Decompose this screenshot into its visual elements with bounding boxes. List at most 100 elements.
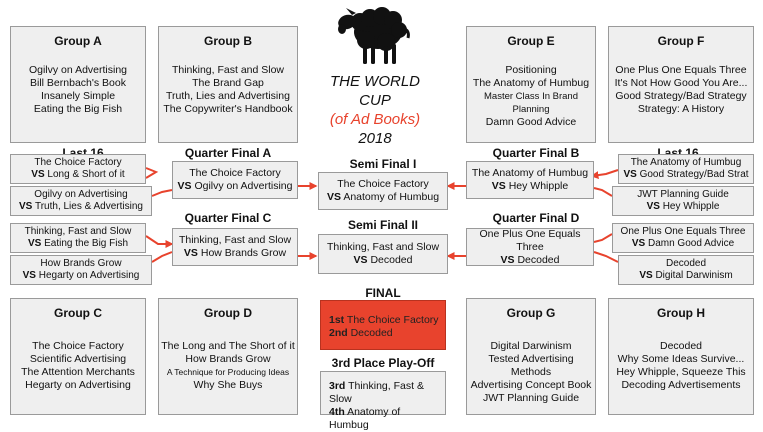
vs-label: VS <box>177 180 192 192</box>
team: The Anatomy of Humbug <box>630 156 742 168</box>
qf-a-match: The Choice Factory VS Ogilvy on Advertis… <box>172 161 298 199</box>
group-d-panel: Group D The Long and The Short of it How… <box>158 298 298 415</box>
team: Damn Good Advice <box>647 238 735 249</box>
qf-b-label: Quarter Final B <box>492 146 580 160</box>
team: Hegarty on Advertising <box>38 270 140 281</box>
title-line-1: THE WORLD CUP <box>330 73 420 109</box>
group-c-item: The Attention Merchants <box>21 366 135 378</box>
rank-4th: 4th <box>329 406 345 418</box>
vs-label: VS <box>22 270 36 281</box>
vs-label: VS <box>19 201 33 212</box>
final-label: FINAL <box>365 286 401 300</box>
sheep-icon <box>338 7 410 64</box>
sf-1-label: Semi Final I <box>349 157 417 171</box>
group-g-item: JWT Planning Guide <box>482 392 580 404</box>
third-place-label: 3rd Place Play-Off <box>331 356 435 370</box>
vs-label: VS <box>353 254 368 266</box>
group-h-item: Why Some Ideas Survive... <box>617 353 745 365</box>
group-a-item: Insanely Simple <box>40 90 116 102</box>
vs-label: VS <box>326 191 341 203</box>
group-g-title: Group G <box>506 306 556 320</box>
team: Digital Darwinism <box>655 270 733 281</box>
group-d-item: How Brands Grow <box>185 353 271 365</box>
team: Decoded <box>665 257 707 269</box>
team: The Choice Factory <box>337 178 429 190</box>
rank-1st: 1st <box>329 314 345 326</box>
runner-up: Decoded <box>350 327 393 339</box>
group-d-item: Why She Buys <box>193 379 263 391</box>
vs-label: VS <box>623 169 637 180</box>
group-g-item: Tested Advertising Methods <box>488 353 574 378</box>
team: Thinking, Fast and Slow <box>326 241 440 253</box>
last16-match-l1: The Choice Factory VS Long & Short of it <box>10 154 146 184</box>
group-f-item: It's Not How Good You Are... <box>614 77 748 89</box>
team: One Plus One Equals Three <box>479 227 581 253</box>
group-e-title: Group E <box>507 34 555 48</box>
title-line-2: (of Ad Books) <box>329 111 421 128</box>
arrow-l2-qfa <box>151 189 173 197</box>
qf-a-label: Quarter Final A <box>184 146 272 160</box>
group-b-item: Truth, Lies and Advertising <box>166 90 290 102</box>
team: The Anatomy of Humbug <box>471 167 589 179</box>
last16-match-l2: Ogilvy on Advertising VS Truth, Lies & A… <box>10 186 152 216</box>
group-h-item: Decoding Advertisements <box>621 379 741 391</box>
group-a-panel: Group A Ogilvy on Advertising Bill Bernb… <box>10 26 146 143</box>
group-b-item: The Copywriter's Handbook <box>163 103 293 115</box>
group-d-title: Group D <box>204 306 252 320</box>
rank-3rd: 3rd <box>329 380 346 392</box>
qf-d-label: Quarter Final D <box>492 211 580 225</box>
vs-label: VS <box>631 238 646 249</box>
group-e-item: The Anatomy of Humbug <box>472 77 590 89</box>
group-h-item: Hey Whipple, Squeeze This <box>616 366 746 378</box>
group-a-item: Ogilvy on Advertising <box>28 64 128 76</box>
rank-2nd: 2nd <box>329 327 348 339</box>
group-e-item: Damn Good Advice <box>485 116 577 128</box>
group-b-title: Group B <box>204 34 252 48</box>
group-b-panel: Group B Thinking, Fast and Slow The Bran… <box>158 26 298 143</box>
sf-1-match: The Choice Factory VS Anatomy of Humbug <box>318 172 448 210</box>
group-a-item: Eating the Big Fish <box>33 103 123 115</box>
champion: The Choice Factory <box>346 314 439 326</box>
group-c-item: The Choice Factory <box>32 340 124 352</box>
vs-label: VS <box>639 270 653 281</box>
arrow-r4-qfd <box>593 251 619 263</box>
group-c-item: Scientific Advertising <box>29 353 127 365</box>
group-f-item: Strategy: A History <box>637 103 725 115</box>
team: Ogilvy on Advertising <box>194 180 293 192</box>
team: Eating the Big Fish <box>44 238 129 249</box>
arrow-l3-qfc <box>145 235 174 248</box>
group-h-item: Decoded <box>659 340 703 352</box>
team: Thinking, Fast and Slow <box>24 225 132 237</box>
team: Decoded <box>370 254 413 266</box>
team: Long & Short of it <box>47 169 125 180</box>
group-f-title: Group F <box>657 34 705 48</box>
third-place-team: Thinking, Fast & Slow <box>329 380 424 405</box>
final-result: 1st The Choice Factory 2nd Decoded <box>320 300 446 350</box>
group-h-title: Group H <box>657 306 705 320</box>
group-e-item: Master Class In Brand Planning <box>484 91 578 115</box>
vs-label: VS <box>27 238 42 249</box>
vs-label: VS <box>31 169 45 180</box>
team: The Choice Factory <box>34 156 122 168</box>
last16-match-r3: One Plus One Equals Three VS Damn Good A… <box>612 223 754 253</box>
group-g-item: Advertising Concept Book <box>470 379 592 391</box>
team: Anatomy of Humbug <box>343 191 440 203</box>
group-c-title: Group C <box>54 306 102 320</box>
group-b-item: Thinking, Fast and Slow <box>171 64 285 76</box>
sf-2-label: Semi Final II <box>347 218 419 232</box>
group-d-item: A Technique for Producing Ideas <box>166 367 290 377</box>
group-f-item: Good Strategy/Bad Strategy <box>615 90 747 102</box>
third-place-result: 3rd Thinking, Fast & Slow 4th Anatomy of… <box>320 371 446 431</box>
team: The Choice Factory <box>189 167 281 179</box>
arrow-l4-qfc <box>151 251 173 263</box>
group-e-item: Positioning <box>505 64 557 76</box>
sf-2-match: Thinking, Fast and Slow VS Decoded <box>318 234 448 274</box>
team: Hey Whipple <box>508 180 569 192</box>
team: Hey Whipple <box>662 201 720 212</box>
group-h-panel: Group H Decoded Why Some Ideas Survive..… <box>608 298 754 415</box>
last16-match-l3: Thinking, Fast and Slow VS Eating the Bi… <box>10 223 146 253</box>
group-e-panel: Group E Positioning The Anatomy of Humbu… <box>466 26 596 143</box>
group-a-title: Group A <box>54 34 102 48</box>
qf-c-match: Thinking, Fast and Slow VS How Brands Gr… <box>172 228 298 266</box>
group-d-item: The Long and The Short of it <box>161 340 295 352</box>
